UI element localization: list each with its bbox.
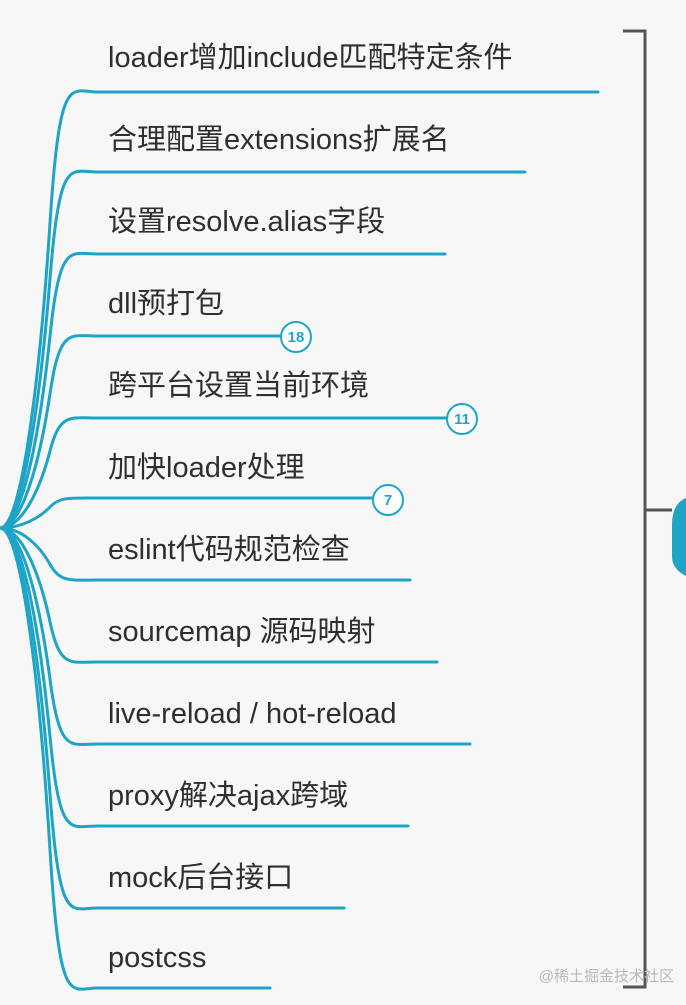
branch-connector <box>0 526 346 911</box>
collapse-badge[interactable]: 7 <box>372 484 404 516</box>
watermark: @稀土掘金技术社区 <box>538 968 674 985</box>
group-bracket <box>623 29 672 989</box>
branch-label-cross-env[interactable]: 跨平台设置当前环境 <box>108 370 370 402</box>
parent-node-edge[interactable] <box>672 498 686 576</box>
branch-connector <box>0 334 284 530</box>
branch-label-sourcemap[interactable]: sourcemap 源码映射 <box>108 616 376 648</box>
branch-connector <box>0 496 375 530</box>
branch-label-dll[interactable]: dll预打包 <box>108 288 225 320</box>
branch-connector <box>0 251 447 530</box>
branch-label-postcss[interactable]: postcss <box>108 942 207 974</box>
branch-connector <box>0 169 527 530</box>
branch-connector <box>0 416 450 530</box>
branch-label-resolve-alias[interactable]: 设置resolve.alias字段 <box>108 206 386 238</box>
branch-label-mock[interactable]: mock后台接口 <box>108 862 294 894</box>
branch-label-proxy[interactable]: proxy解决ajax跨域 <box>108 780 349 812</box>
branch-label-eslint[interactable]: eslint代码规范检查 <box>108 534 350 566</box>
branch-connector <box>0 526 412 582</box>
branch-connector <box>0 89 600 530</box>
branch-label-live-reload[interactable]: live-reload / hot-reload <box>108 698 397 730</box>
collapse-badge[interactable]: 18 <box>280 321 312 353</box>
branch-label-loader-include[interactable]: loader增加include匹配特定条件 <box>108 42 513 74</box>
branch-label-loader-speed[interactable]: 加快loader处理 <box>108 452 305 484</box>
branch-connector <box>0 526 472 746</box>
collapse-badge[interactable]: 11 <box>446 403 478 435</box>
branch-connector <box>0 526 410 829</box>
branch-connector <box>0 526 272 991</box>
branch-connector <box>0 526 439 664</box>
branch-label-extensions[interactable]: 合理配置extensions扩展名 <box>108 124 450 156</box>
